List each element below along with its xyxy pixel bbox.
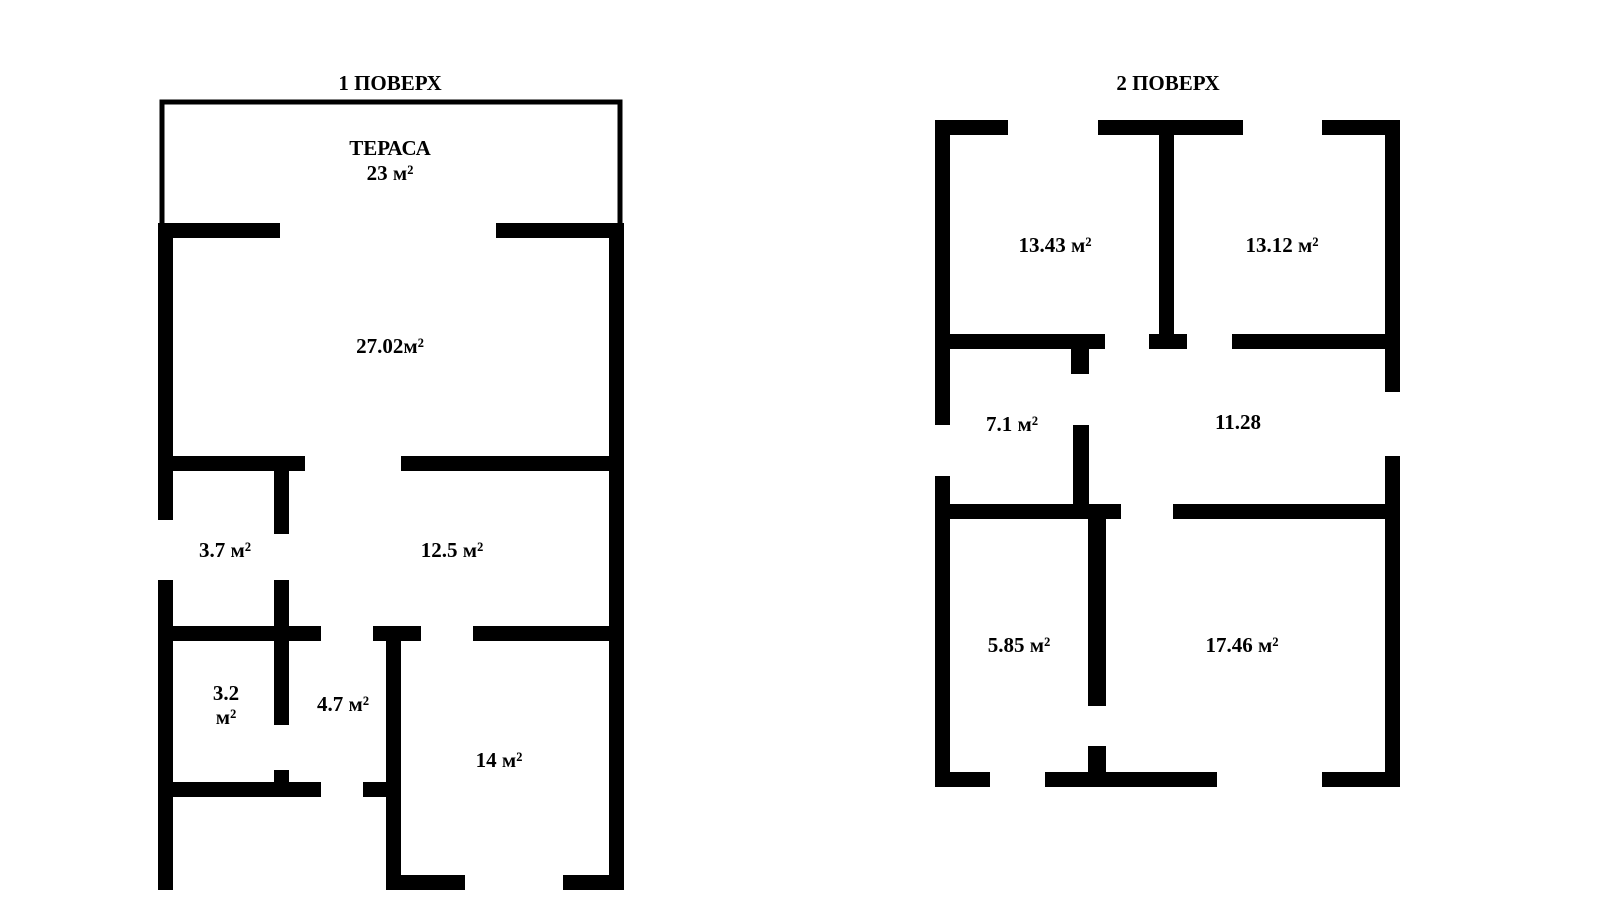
room-label-5-85: 5.85 м² — [988, 633, 1051, 657]
wall-segment — [496, 223, 624, 238]
room-label-13-43: 13.43 м² — [1018, 233, 1091, 257]
wall-segment — [158, 456, 305, 471]
wall-segment — [1322, 772, 1400, 787]
wall-segment — [274, 770, 289, 790]
wall-segment — [158, 782, 321, 797]
wall-segment — [158, 223, 173, 520]
wall-segment — [401, 456, 624, 471]
floor-2-plan: 2 ПОВЕРХ 13.43 м² 13.12 м² 7 — [935, 71, 1400, 787]
wall-segment — [363, 782, 401, 797]
wall-segment — [563, 875, 624, 890]
wall-segment — [1173, 504, 1400, 519]
room-label-14: 14 м² — [476, 748, 523, 772]
wall-segment — [386, 875, 465, 890]
room-label-17-46: 17.46 м² — [1205, 633, 1278, 657]
wall-segment — [609, 223, 624, 890]
room-label-3-2-line2: м² — [216, 705, 237, 729]
floor-1-heading: 1 ПОВЕРХ — [338, 71, 441, 95]
wall-segment — [935, 772, 990, 787]
wall-segment — [935, 334, 1105, 349]
floor-1-plan: 1 ПОВЕРХ ТЕРАСА 23 м² 27.02 — [158, 71, 624, 890]
room-label-3-7: 3.7 м² — [199, 538, 251, 562]
wall-segment — [1385, 456, 1400, 787]
room-label-terrace-area: 23 м² — [367, 161, 414, 185]
room-label-3-2-line1: 3.2 — [213, 681, 239, 705]
wall-segment — [1073, 425, 1089, 511]
terrace-outline — [159, 99, 623, 225]
wall-segment — [1385, 120, 1400, 392]
wall-segment — [158, 626, 321, 641]
wall-segment — [158, 580, 173, 890]
wall-segment — [1322, 120, 1400, 135]
wall-segment — [473, 626, 624, 641]
wall-segment — [1071, 334, 1089, 374]
wall-segment — [1088, 504, 1106, 706]
wall-segment — [274, 456, 289, 534]
wall-segment — [935, 120, 950, 425]
wall-segment — [386, 626, 401, 890]
room-label-4-7: 4.7 м² — [317, 692, 369, 716]
wall-segment — [1045, 772, 1217, 787]
floor-2-heading: 2 ПОВЕРХ — [1116, 71, 1219, 95]
wall-segment — [935, 504, 1121, 519]
room-label-living-area: 27.02м² — [356, 334, 424, 358]
wall-segment — [1232, 334, 1400, 349]
wall-segment — [158, 223, 280, 238]
wall-segment — [1149, 334, 1187, 349]
wall-segment — [935, 120, 1008, 135]
room-label-7-1: 7.1 м² — [986, 412, 1038, 436]
wall-segment — [1159, 120, 1174, 345]
room-label-11-28: 11.28 — [1215, 410, 1261, 434]
wall-segment — [274, 580, 289, 725]
room-label-13-12: 13.12 м² — [1245, 233, 1318, 257]
wall-segment — [935, 476, 950, 787]
wall-segment — [1088, 746, 1106, 776]
room-label-terrace-name: ТЕРАСА — [349, 136, 431, 160]
room-label-12-5: 12.5 м² — [421, 538, 484, 562]
